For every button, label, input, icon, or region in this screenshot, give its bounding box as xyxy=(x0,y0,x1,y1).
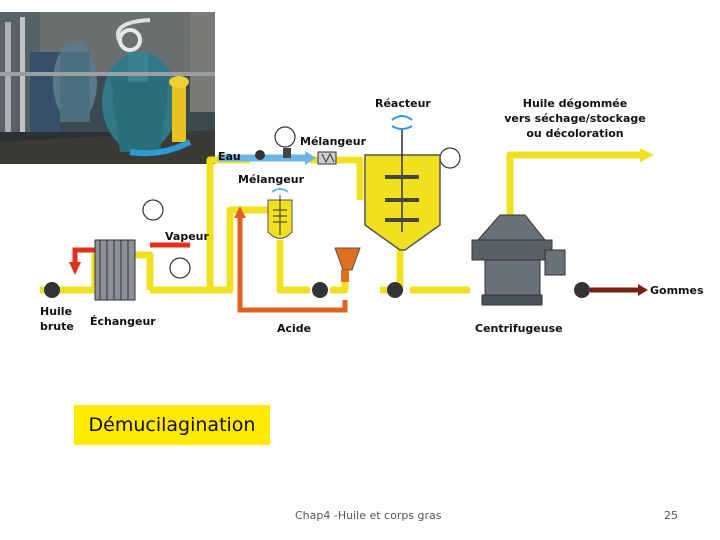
label-huile-degommee-2: vers séchage/stockage xyxy=(504,112,646,125)
arrow-acid xyxy=(234,206,246,218)
pressure-gauges xyxy=(142,126,461,279)
slide-footer: Chap4 -Huile et corps gras xyxy=(295,509,442,522)
label-huile-degommee-3: ou décoloration xyxy=(526,127,623,140)
mixer-top xyxy=(317,151,337,165)
label-vapeur: Vapeur xyxy=(165,230,210,243)
mixer-vessel xyxy=(267,188,293,239)
page-number: 25 xyxy=(664,509,678,522)
slide-title: Démucilagination xyxy=(88,414,256,436)
label-echangeur: Échangeur xyxy=(90,315,156,328)
heat-exchanger xyxy=(94,239,136,301)
label-melangeur-mid: Mélangeur xyxy=(238,173,305,186)
arrow-steam xyxy=(69,262,81,275)
label-huile-degommee-1: Huile dégommée xyxy=(523,97,627,110)
label-acide: Acide xyxy=(277,322,311,335)
label-gommes: Gommes xyxy=(650,284,704,297)
arrow-oil-out xyxy=(640,148,654,162)
slide-title-box: Démucilagination xyxy=(74,405,270,445)
label-huile-brute-2: brute xyxy=(40,320,74,333)
reactor xyxy=(364,115,441,251)
label-reacteur: Réacteur xyxy=(375,97,431,110)
acid-tank xyxy=(334,247,361,282)
label-melangeur-top: Mélangeur xyxy=(300,135,367,148)
gums-pipe xyxy=(590,284,648,296)
water-pipe xyxy=(218,148,316,165)
label-huile-brute-1: Huile xyxy=(40,305,72,318)
acid-pipe xyxy=(237,215,348,313)
pumps xyxy=(44,282,590,298)
industrial-plant-photo xyxy=(0,12,215,164)
label-centrifugeuse: Centrifugeuse xyxy=(475,322,563,335)
label-eau: Eau xyxy=(218,150,241,163)
centrifuge xyxy=(471,214,566,306)
